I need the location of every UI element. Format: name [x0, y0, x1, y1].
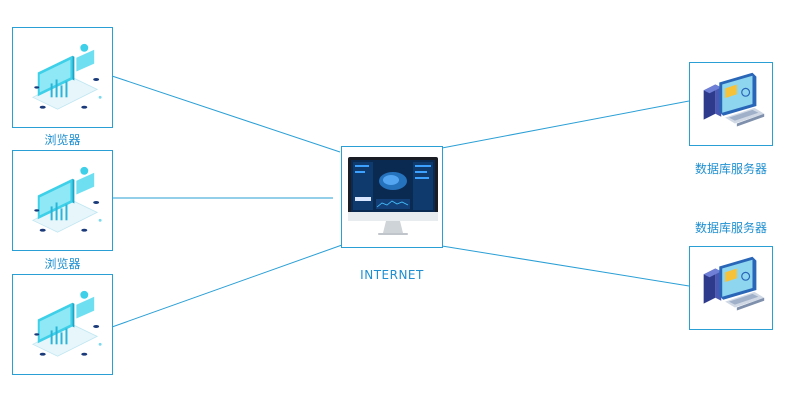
- server-node-1: [689, 62, 773, 146]
- server-label-2: 数据库服务器: [694, 221, 767, 235]
- link-browser-3: [111, 244, 343, 328]
- desktop-server-icon: [703, 72, 765, 127]
- internet-label: INTERNET: [360, 268, 424, 282]
- browser-node-3: [12, 274, 113, 375]
- browser-label-2: 浏览器: [44, 257, 81, 271]
- browser-node-1: [12, 27, 113, 128]
- internet-node: [341, 146, 443, 248]
- server-label-1: 数据库服务器: [694, 162, 767, 176]
- link-server-1: [441, 100, 690, 149]
- imac-dashboard-icon: [348, 157, 438, 235]
- laptop-isometric-icon: [31, 166, 102, 233]
- desktop-server-icon: [703, 256, 765, 311]
- laptop-isometric-icon: [31, 43, 102, 110]
- link-browser-1: [111, 75, 341, 153]
- browser-node-2: [12, 150, 113, 251]
- server-node-2: [689, 246, 773, 330]
- laptop-isometric-icon: [31, 290, 102, 357]
- browser-label-1: 浏览器: [44, 133, 81, 147]
- link-server-2: [441, 245, 690, 287]
